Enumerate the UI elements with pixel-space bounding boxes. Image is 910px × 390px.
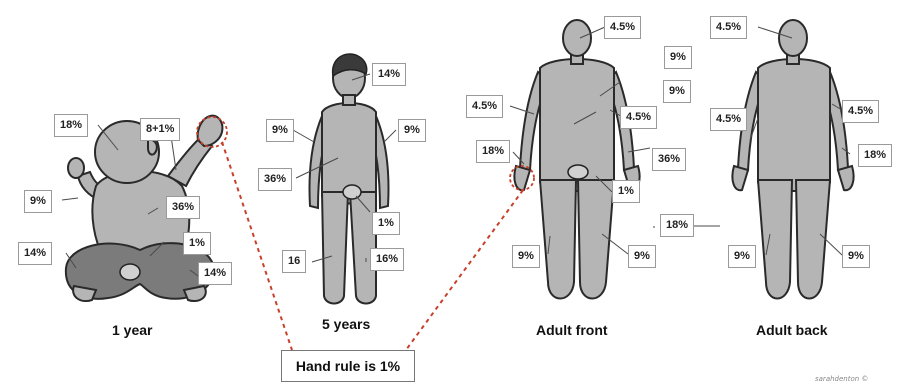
child-caption: 5 years [322,316,370,332]
adult-front-left-hand [514,166,530,190]
infant-raised-hand [198,116,223,146]
adult-front-caption: Adult front [536,322,608,338]
adult-front-legs-total-label: 18% [660,214,694,237]
adult-front-trunk-label: 36% [652,148,686,171]
adult-front-head-back-label: 9% [664,46,692,69]
child-left-leg-label: 16 [282,250,306,273]
child-right-leg-label: 16% [370,248,404,271]
infant-head-label: 18% [54,114,88,137]
hand-rule-box: Hand rule is 1% [281,350,415,382]
hand-rule-connector-adult [406,190,523,350]
infant-trunk-label: 36% [166,196,200,219]
child-neck [343,95,355,105]
infant-side-arm-label: 9% [24,190,52,213]
child-right-arm-label: 9% [398,119,426,142]
adult-back-caption: Adult back [756,322,828,338]
adult-front-left-leg [540,180,576,299]
adult-back-torso [758,59,830,191]
infant-groin [120,264,140,280]
adult-back-right-leg-label: 9% [842,245,870,268]
adult-front-groin [568,165,588,179]
infant-ear [148,140,157,155]
adult-front-hand-label: 18% [476,140,510,163]
infant-right-leg-label: 14% [198,262,232,285]
infant-left-leg-label: 14% [18,242,52,265]
adult-front-left-arm-label: 4.5% [466,95,503,118]
adult-back-left-hand [732,166,748,190]
adult-back-left-arm-label: 4.5% [710,108,747,131]
adult-front-groin-label: 1% [612,180,640,203]
adult-back-head [779,20,807,56]
child-left-arm-label: 9% [266,119,294,142]
child-head-label: 14% [372,63,406,86]
adult-back-right-hand [838,166,854,190]
adult-front-head [563,20,591,56]
child-trunk-label: 36% [258,168,292,191]
child-groin [343,185,361,199]
infant-caption: 1 year [112,322,152,338]
adult-back-back-label: 18% [858,144,892,167]
child-groin-label: 1% [372,212,400,235]
adult-back-head-label: 4.5% [710,16,747,39]
infant-arm-label: 8+1% [140,118,180,141]
adult-front-left-leg-label: 9% [512,245,540,268]
credit-text: sarahdenton © [815,375,868,383]
adult-front-head-label: 4.5% [604,16,641,39]
adult-back-right-arm-label: 4.5% [842,100,879,123]
adult-front-chest-label: 9% [663,80,691,103]
adult-front-right-leg-label: 9% [628,245,656,268]
infant-groin-label: 1% [183,232,211,255]
adult-back-left-leg-label: 9% [728,245,756,268]
child-left-leg [322,192,348,304]
adult-back-left-leg [758,180,792,299]
adult-front-right-arm-label: 4.5% [620,106,657,129]
infant-side-hand [68,158,84,178]
